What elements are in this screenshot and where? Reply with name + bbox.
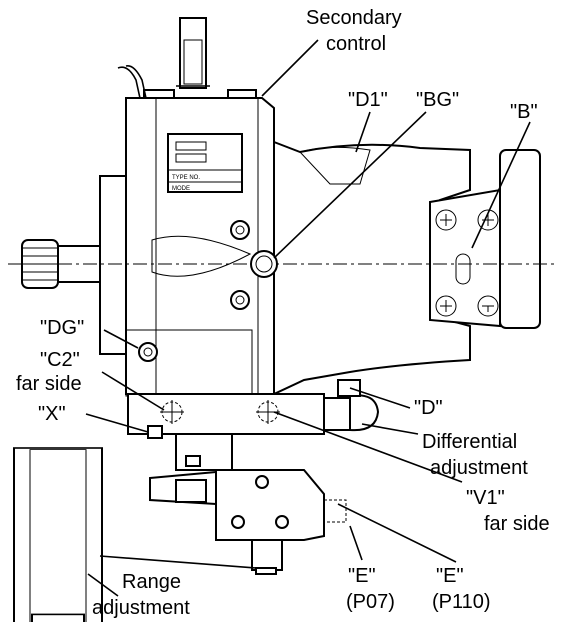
pilot-valve	[149, 433, 347, 575]
labels: Secondary control "D1" "BG" "B" "DG" "C2…	[16, 7, 550, 619]
label-x: "X"	[38, 403, 66, 425]
leader-lines	[85, 39, 531, 597]
mounting-flange	[99, 175, 127, 355]
bolt-upper	[230, 220, 250, 240]
label-range-1: Range	[122, 571, 181, 593]
plate-line-1: TYPE NO.	[172, 175, 200, 181]
label-v1-note: far side	[484, 513, 550, 535]
label-dg: "DG"	[40, 317, 84, 339]
label-bg: "BG"	[416, 89, 459, 111]
label-v1: "V1"	[466, 487, 505, 509]
label-e-p07: "E"	[348, 565, 376, 587]
label-c2-note: far side	[16, 373, 82, 395]
label-range-2: adjustment	[92, 597, 190, 619]
name-plate: TYPE NO. MODE	[167, 133, 243, 193]
label-e-p07-note: (P07)	[346, 591, 395, 613]
bg-port	[250, 250, 278, 278]
range-adjustment-block	[13, 447, 103, 627]
label-secondary-control-2: control	[326, 33, 386, 55]
label-c2: "C2"	[40, 349, 80, 371]
label-differential-2: adjustment	[430, 457, 528, 479]
label-secondary-control-1: Secondary	[306, 7, 402, 29]
label-b: "B"	[510, 101, 538, 123]
control-valve-body	[127, 393, 380, 439]
label-e-p110: "E"	[436, 565, 464, 587]
secondary-control-cylinder	[143, 17, 257, 99]
plate-line-2: MODE	[172, 186, 190, 192]
port-housing	[273, 140, 541, 396]
label-d: "D"	[414, 397, 443, 419]
dg-port-plate	[125, 329, 253, 397]
d-port	[337, 379, 361, 397]
label-d1: "D1"	[348, 89, 388, 111]
label-e-p110-note: (P110)	[432, 591, 491, 613]
bolt-lower	[230, 290, 250, 310]
label-differential-1: Differential	[422, 431, 517, 453]
